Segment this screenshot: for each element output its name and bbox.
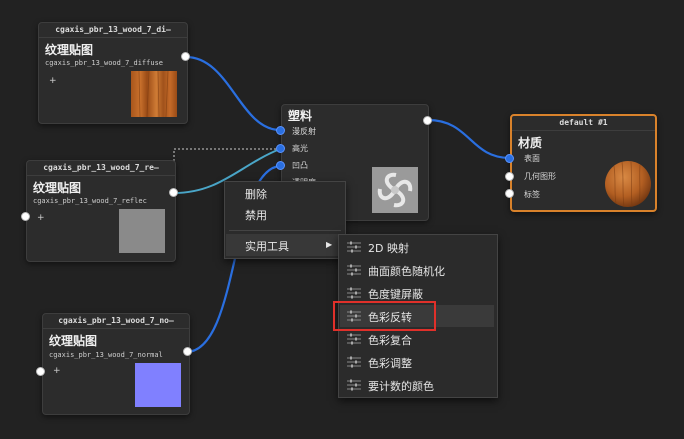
- menu-item-delete[interactable]: 删除: [245, 188, 267, 201]
- node-title: 材质: [518, 136, 543, 150]
- menu-item-utilities-label: 实用工具: [245, 240, 289, 253]
- sliders-icon: [347, 241, 361, 253]
- submenu-item[interactable]: 要计数的颜色: [340, 374, 494, 396]
- wire-reflect-to-plastic: [173, 148, 281, 194]
- submenu-item-highlighted[interactable]: 色彩反转: [340, 305, 494, 327]
- submenu-item[interactable]: 色彩复合: [340, 328, 494, 350]
- sliders-icon: [347, 287, 361, 299]
- sliders-icon: [347, 379, 361, 391]
- submenu-item[interactable]: 2D 映射: [340, 236, 494, 258]
- wire-reflect-dashed: [173, 148, 280, 193]
- sliders-icon: [347, 264, 361, 276]
- node-header: cgaxis_pbr_13_wood_7_re—: [27, 161, 175, 176]
- submenu-item-label: 2D 映射: [368, 242, 409, 255]
- input-port-surface[interactable]: [505, 154, 514, 163]
- submenu-item[interactable]: 色彩调整: [340, 351, 494, 373]
- add-input-label: +: [49, 76, 57, 86]
- submenu-item-label: 色彩反转: [368, 311, 412, 324]
- output-port[interactable]: [423, 116, 432, 125]
- submenu-item[interactable]: 曲面颜色随机化: [340, 259, 494, 281]
- input-port-specular[interactable]: [276, 144, 285, 153]
- node-title: 塑料: [288, 109, 313, 123]
- node-title: 纹理贴图: [45, 43, 94, 57]
- node-filename: cgaxis_pbr_13_wood_7_normal: [49, 351, 163, 359]
- submenu-item-label: 色彩调整: [368, 357, 412, 370]
- node-title: 纹理贴图: [49, 334, 98, 348]
- texture-node-reflect[interactable]: cgaxis_pbr_13_wood_7_re— 纹理贴图 cgaxis_pbr…: [26, 160, 176, 262]
- input-port[interactable]: [36, 367, 45, 376]
- sliders-icon: [347, 310, 361, 322]
- reflect-texture-thumbnail: [119, 209, 165, 253]
- node-filename: cgaxis_pbr_13_wood_7_diffuse: [45, 59, 164, 67]
- menu-item-utilities[interactable]: 实用工具 ▶: [226, 234, 344, 256]
- port-label-geometry: 几何图形: [524, 172, 556, 181]
- add-input-label: +: [53, 366, 61, 376]
- node-header: cgaxis_pbr_13_wood_7_di—: [39, 23, 187, 38]
- submenu-item-label: 色度键屏蔽: [368, 288, 423, 301]
- add-input-label: +: [37, 213, 45, 223]
- input-port-geometry[interactable]: [505, 172, 514, 181]
- normal-texture-thumbnail: [135, 363, 181, 407]
- node-title: 纹理贴图: [33, 181, 82, 195]
- material-preview-sphere: [605, 161, 651, 208]
- output-port[interactable]: [183, 347, 192, 356]
- input-port-tag[interactable]: [505, 189, 514, 198]
- highlight-annotation-box: [333, 301, 436, 331]
- port-label-specular: 高光: [292, 144, 308, 153]
- submenu-item-label: 要计数的颜色: [368, 380, 434, 393]
- wood-texture-thumbnail: [131, 71, 177, 117]
- wire-normal-to-plastic: [185, 164, 281, 354]
- submenu-item-label: 曲面颜色随机化: [368, 265, 445, 278]
- wire-diffuse-to-plastic: [185, 55, 281, 132]
- context-menu: 删除 禁用 实用工具 ▶: [224, 181, 346, 259]
- sliders-icon: [347, 333, 361, 345]
- menu-item-disable[interactable]: 禁用: [245, 209, 267, 222]
- node-filename: cgaxis_pbr_13_wood_7_reflec: [33, 197, 147, 205]
- input-port-bump[interactable]: [276, 161, 285, 170]
- submenu-item-label: 色彩复合: [368, 334, 412, 347]
- node-header: cgaxis_pbr_13_wood_7_no—: [43, 314, 189, 329]
- node-header: default #1: [512, 116, 655, 131]
- output-port[interactable]: [169, 188, 178, 197]
- wire-plastic-to-material: [427, 118, 511, 160]
- sliders-icon: [347, 356, 361, 368]
- input-port[interactable]: [21, 212, 30, 221]
- utilities-submenu: 2D 映射 曲面颜色随机化 色度键屏蔽 色彩反转 色彩复合 色彩调整 要计数的颜…: [338, 234, 498, 398]
- material-node[interactable]: default #1 材质 表面 几何图形 标签: [510, 114, 657, 212]
- submenu-item[interactable]: 色度键屏蔽: [340, 282, 494, 304]
- port-label-surface: 表面: [524, 154, 540, 163]
- plastic-preview-thumbnail: [372, 167, 418, 213]
- port-label-bump: 凹凸: [292, 161, 308, 170]
- port-label-diffuse: 漫反射: [292, 127, 316, 136]
- menu-separator: [229, 230, 341, 231]
- port-label-tag: 标签: [524, 190, 540, 199]
- texture-node-diffuse[interactable]: cgaxis_pbr_13_wood_7_di— 纹理贴图 cgaxis_pbr…: [38, 22, 188, 124]
- output-port[interactable]: [181, 52, 190, 61]
- input-port-diffuse[interactable]: [276, 126, 285, 135]
- texture-node-normal[interactable]: cgaxis_pbr_13_wood_7_no— 纹理贴图 cgaxis_pbr…: [42, 313, 190, 415]
- submenu-arrow-icon: ▶: [326, 240, 333, 249]
